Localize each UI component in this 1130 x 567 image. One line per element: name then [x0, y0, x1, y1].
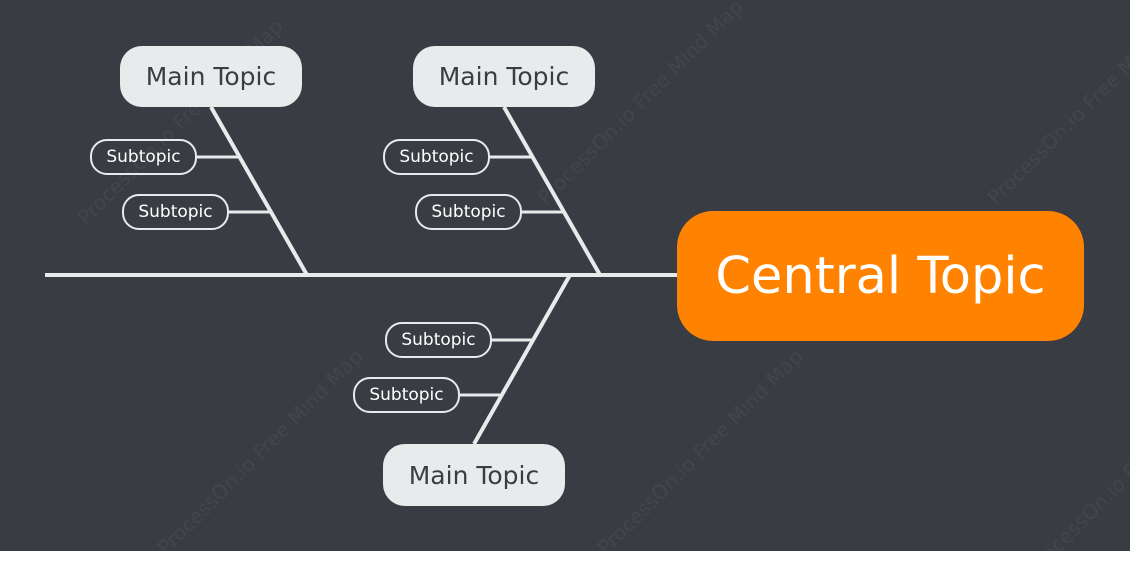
central-topic[interactable]: Central Topic: [677, 211, 1084, 341]
main-topic-1[interactable]: Main Topic: [120, 46, 302, 107]
fishbone-lines: [45, 106, 678, 445]
subtopic-1-2[interactable]: Subtopic: [122, 194, 229, 230]
bone-line-1: [209, 106, 309, 276]
subtopic-1-1[interactable]: Subtopic: [90, 139, 197, 175]
subtopic-2-1[interactable]: Subtopic: [383, 139, 490, 175]
bone-line-3: [472, 274, 572, 445]
main-topic-2[interactable]: Main Topic: [413, 46, 595, 107]
main-topic-3[interactable]: Main Topic: [383, 444, 565, 506]
subtopic-2-2[interactable]: Subtopic: [415, 194, 522, 230]
subtopic-3-1[interactable]: Subtopic: [385, 322, 492, 358]
subtopic-3-2[interactable]: Subtopic: [353, 377, 460, 413]
bone-line-2: [502, 106, 602, 276]
diagram-canvas: ProcessOn.io Free Mind Map ProcessOn.io …: [0, 0, 1130, 551]
